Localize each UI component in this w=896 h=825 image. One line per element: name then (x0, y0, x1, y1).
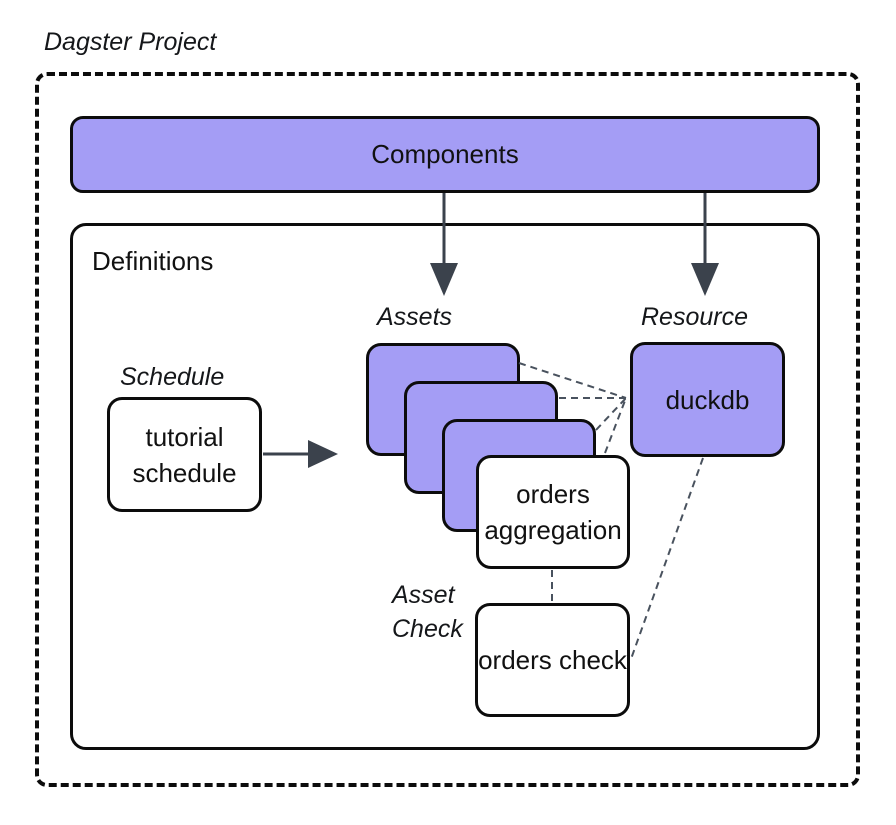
resource-label: Resource (641, 303, 748, 331)
components-bar: Components (70, 116, 820, 193)
duckdb-node-label: duckdb (665, 384, 750, 415)
duckdb-node: duckdb (630, 342, 785, 457)
schedule-label: Schedule (120, 363, 225, 391)
project-boundary (35, 72, 860, 787)
schedule-node-label: tutorial schedule (132, 421, 237, 488)
definitions-label: Definitions (92, 246, 214, 276)
orders-aggregation-node: orders aggregation (476, 455, 630, 569)
asset-check-label: Asset Check (392, 581, 463, 643)
assets-label: Assets (377, 303, 453, 331)
diagram-title: Dagster Project (44, 28, 217, 56)
components-label: Components (371, 139, 519, 169)
orders-check-label: orders check (478, 645, 627, 675)
schedule-node: tutorial schedule (107, 397, 262, 512)
orders-aggregation-label: orders aggregation (484, 479, 622, 545)
orders-check-node: orders check (475, 603, 630, 717)
